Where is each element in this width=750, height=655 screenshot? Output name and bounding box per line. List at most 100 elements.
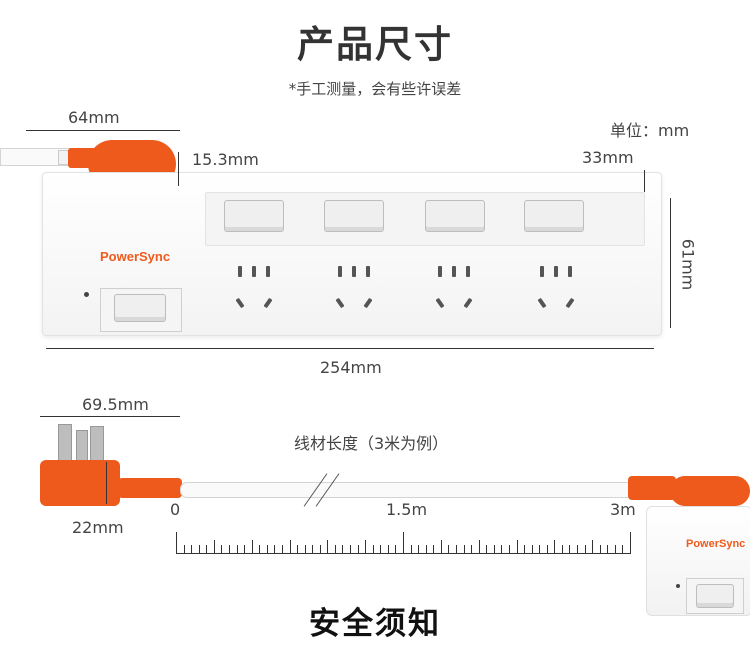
ruler-tick bbox=[418, 545, 420, 554]
ruler-tick bbox=[387, 545, 389, 554]
strip-end-brand: PowerSync bbox=[686, 538, 746, 550]
ruler-tick bbox=[569, 545, 571, 554]
plug-pin-1 bbox=[58, 424, 72, 464]
socket-switch-2 bbox=[324, 200, 384, 232]
ruler-label-0: 0 bbox=[170, 500, 181, 519]
ruler-tick bbox=[183, 545, 185, 554]
ruler-tick bbox=[584, 545, 586, 554]
ruler-tick bbox=[365, 540, 367, 554]
plug-cap-neck bbox=[68, 148, 100, 168]
ruler-tick bbox=[471, 545, 473, 554]
ruler-tick bbox=[228, 545, 230, 554]
dim-strip-height: 61mm bbox=[678, 238, 698, 291]
ruler-tick bbox=[274, 545, 276, 554]
ruler-tick bbox=[395, 545, 397, 554]
dim-line-15 bbox=[178, 152, 179, 186]
dim-plug-cap-height: 15.3mm bbox=[192, 150, 259, 169]
ruler-tick bbox=[319, 545, 321, 554]
ruler-tick bbox=[334, 545, 336, 554]
measurement-note: *手工测量，会有些许误差 bbox=[288, 80, 462, 98]
strip-cord-collar bbox=[628, 476, 676, 500]
ruler-label-3m: 3m bbox=[610, 500, 636, 519]
ruler-tick bbox=[561, 545, 563, 554]
ruler-tick bbox=[213, 540, 215, 554]
ruler-tick bbox=[327, 540, 329, 554]
strip-end-switch bbox=[696, 584, 734, 608]
ruler-tick bbox=[592, 540, 594, 554]
ruler-tick bbox=[221, 545, 223, 554]
plug-head bbox=[40, 460, 120, 506]
socket-switch-3 bbox=[425, 200, 485, 232]
ruler-tick bbox=[493, 545, 495, 554]
ruler-tick bbox=[403, 532, 404, 554]
dim-plug-depth: 22mm bbox=[72, 518, 124, 537]
ruler-tick bbox=[191, 545, 193, 554]
ruler-tick bbox=[539, 545, 541, 554]
ruler-tick bbox=[410, 545, 412, 554]
ruler-tick bbox=[281, 545, 283, 554]
safety-heading: 安全须知 bbox=[309, 606, 441, 642]
ruler-baseline bbox=[176, 553, 630, 554]
ruler-tick bbox=[304, 545, 306, 554]
ruler-tick bbox=[546, 545, 548, 554]
ruler-tick bbox=[607, 545, 609, 554]
indicator-light bbox=[84, 292, 89, 297]
brand-logo: PowerSync bbox=[100, 249, 171, 264]
socket-switch-1 bbox=[224, 200, 284, 232]
ruler-tick bbox=[622, 545, 624, 554]
ruler-tick bbox=[599, 545, 601, 554]
ruler-tick bbox=[236, 545, 238, 554]
ruler-tick bbox=[357, 545, 359, 554]
socket-switch-4 bbox=[524, 200, 584, 232]
ruler-tick bbox=[342, 545, 344, 554]
ruler-tick bbox=[448, 545, 450, 554]
ruler-label-1-5m: 1.5m bbox=[386, 500, 428, 519]
ruler-tick bbox=[463, 545, 465, 554]
dim-strip-length: 254mm bbox=[320, 358, 382, 377]
ruler-tick bbox=[501, 545, 503, 554]
dim-line-69 bbox=[40, 416, 180, 417]
ruler-tick bbox=[206, 545, 208, 554]
power-cord bbox=[180, 482, 642, 498]
dim-panel-offset: 33mm bbox=[582, 148, 634, 167]
ruler-tick bbox=[486, 545, 488, 554]
page-title: 产品尺寸 bbox=[297, 23, 453, 66]
ruler-ticks bbox=[176, 532, 631, 554]
ruler-tick bbox=[614, 545, 616, 554]
ruler-tick bbox=[297, 545, 299, 554]
ruler-tick bbox=[289, 540, 291, 554]
ruler-tick bbox=[380, 545, 382, 554]
ruler-tick bbox=[259, 545, 261, 554]
ruler-tick bbox=[630, 532, 631, 554]
dim-line-61 bbox=[670, 198, 671, 328]
ruler-tick bbox=[433, 545, 435, 554]
dim-plug-cap-width: 64mm bbox=[68, 108, 120, 127]
ruler-tick bbox=[198, 545, 200, 554]
ruler-tick bbox=[440, 540, 442, 554]
dim-line-254 bbox=[46, 348, 654, 349]
ruler-tick bbox=[372, 545, 374, 554]
ruler-tick bbox=[251, 540, 253, 554]
strip-plug-cap bbox=[670, 476, 750, 506]
dim-line-22 bbox=[106, 462, 107, 504]
rating-label bbox=[48, 200, 50, 207]
plug-pin-2 bbox=[76, 430, 88, 464]
cord-length-label: 线材长度（3米为例） bbox=[294, 434, 449, 453]
ruler-tick bbox=[478, 540, 480, 554]
strip-end-indicator bbox=[676, 584, 680, 588]
ruler-tick bbox=[524, 545, 526, 554]
master-switch bbox=[114, 294, 166, 322]
ruler-tick bbox=[531, 545, 533, 554]
dim-line-64 bbox=[26, 130, 180, 131]
ruler-tick bbox=[244, 545, 246, 554]
ruler-tick bbox=[455, 545, 457, 554]
ruler-tick bbox=[516, 540, 518, 554]
plug-pin-3 bbox=[90, 426, 104, 464]
dim-line-33 bbox=[644, 170, 645, 192]
ruler-tick bbox=[176, 532, 177, 554]
plug-neck bbox=[118, 478, 182, 498]
unit-label: 单位：mm bbox=[610, 121, 690, 140]
ruler-tick bbox=[508, 545, 510, 554]
ruler-tick bbox=[266, 545, 268, 554]
ruler-tick bbox=[554, 540, 556, 554]
